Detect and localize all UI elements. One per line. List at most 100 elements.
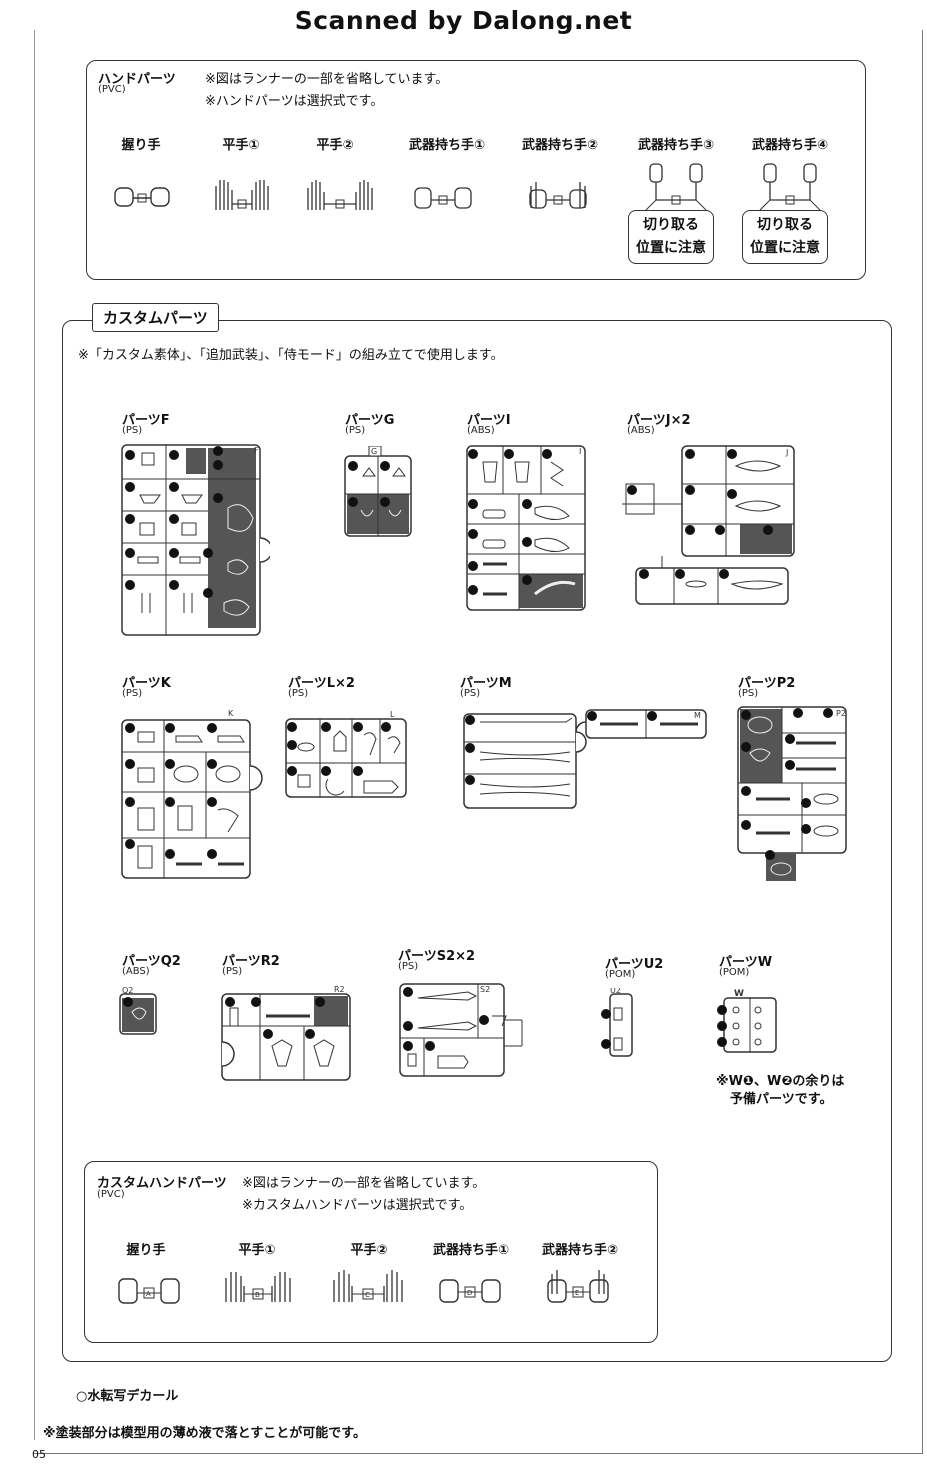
callout-3-line-1: 切り取る: [643, 217, 699, 233]
runner-R2-code: R2: [334, 986, 345, 994]
custom-hand-parts-title: カスタムハンドパーツ: [97, 1176, 227, 1191]
custom-hand-grip-icon: A: [118, 1278, 180, 1304]
runner-R2-label: パーツR2: [222, 954, 280, 969]
runner-Q2-diagram: Q2: [119, 986, 157, 1035]
custom-hand-parts-note-2: ※カスタムハンドパーツは選択式です。: [242, 1198, 473, 1213]
hand-pair-flat-1-icon: [215, 180, 269, 210]
paint-removal-note: ※塗装部分は模型用の薄め液で落とすことが可能です。: [43, 1426, 366, 1441]
runner-U2-code: U2: [610, 988, 621, 995]
runner-M-label: パーツM: [460, 676, 512, 691]
runner-Q2-code: Q2: [122, 986, 133, 995]
custom-hand-label-grip: 握り手: [126, 1243, 166, 1258]
w-spare-note-1: ※W❶、W❷の余りは: [716, 1074, 845, 1089]
runner-I-material: (ABS): [467, 425, 495, 436]
runner-S2-code: S2: [480, 985, 490, 994]
runner-P2-diagram: P2: [737, 706, 847, 881]
runner-W-material: (POM): [719, 967, 750, 978]
custom-hand-label-flat-2: 平手②: [350, 1243, 388, 1258]
custom-hand-label-flat-1: 平手①: [238, 1243, 276, 1258]
hand-pair-weapon-2-icon: [529, 182, 587, 209]
hand-label-weapon-3: 武器持ち手③: [637, 138, 714, 153]
runner-F-code: F: [254, 446, 259, 455]
runner-K-code: K: [228, 709, 234, 718]
runner-P2-code: P2: [836, 709, 846, 718]
w-spare-note-2: 予備パーツです。: [730, 1092, 833, 1107]
hand-parts-section: [86, 60, 866, 280]
runner-Q2-label: パーツQ2: [122, 954, 181, 969]
runner-I-label: パーツI: [467, 413, 511, 428]
custom-hand-code-D: D: [467, 1289, 472, 1297]
hand-pair-flat-2-icon: [307, 180, 373, 210]
runner-R2-material: (PS): [222, 966, 243, 977]
runner-P2-label: パーツP2: [738, 676, 796, 691]
runner-J-label: パーツJ×2: [627, 413, 691, 428]
runner-L-material: (PS): [288, 688, 309, 699]
runner-S2-material: (PS): [398, 961, 419, 972]
runner-J-diagram: J: [622, 445, 795, 605]
runner-G-label: パーツG: [345, 413, 395, 428]
custom-hand-label-weapon-2: 武器持ち手②: [541, 1243, 618, 1258]
hand-parts-note-2: ※ハンドパーツは選択式です。: [205, 94, 384, 109]
page-header: Scanned by Dalong.net: [294, 6, 633, 35]
callout-4-line-1: 切り取る: [757, 217, 813, 233]
callout-4-line-2: 位置に注意: [750, 240, 820, 256]
cut-position-callout-4: 切り取る 位置に注意: [742, 210, 828, 264]
runner-L-diagram: L: [285, 710, 407, 798]
hand-label-grip: 握り手: [121, 138, 161, 153]
custom-hand-label-weapon-1: 武器持ち手①: [432, 1243, 509, 1258]
runner-P2-material: (PS): [738, 688, 759, 699]
custom-hand-parts-section: [84, 1161, 658, 1343]
runner-Q2-material: (ABS): [122, 966, 150, 977]
hand-parts-material: (PVC): [98, 84, 126, 95]
hand-label-weapon-1: 武器持ち手①: [408, 138, 485, 153]
page-number: 05: [32, 1448, 46, 1461]
custom-hand-weapon-2-icon: E: [547, 1270, 609, 1303]
left-rule: [34, 30, 35, 1440]
custom-hand-flat-2-icon: C: [333, 1270, 403, 1302]
runner-G-code: G: [371, 447, 377, 456]
callout-3-line-2: 位置に注意: [636, 240, 706, 256]
runner-F-material: (PS): [122, 425, 143, 436]
runner-F-label: パーツF: [122, 413, 170, 428]
hand-label-flat-2: 平手②: [316, 138, 354, 153]
hand-pair-weapon-4-icon: [759, 163, 821, 210]
runner-K-diagram: K: [121, 709, 263, 879]
runner-F-diagram: F: [121, 444, 270, 636]
runner-G-material: (PS): [345, 425, 366, 436]
hand-pair-weapon-3-icon: [645, 163, 707, 210]
hand-pair-weapon-1-icon: [414, 187, 472, 209]
runner-M-code: M: [694, 711, 701, 720]
custom-hand-parts-note-1: ※図はランナーの一部を省略しています。: [242, 1176, 486, 1191]
runner-W-diagram: W: [717, 989, 777, 1053]
runner-R2-diagram: R2: [221, 986, 351, 1081]
runner-I-diagram: I: [466, 445, 586, 611]
runner-L-label: パーツL×2: [288, 676, 355, 691]
custom-parts-note: ※「カスタム素体」、「追加武装」、「侍モード」の組み立てで使用します。: [78, 348, 504, 363]
runner-K-material: (PS): [122, 688, 143, 699]
hand-parts-title: ハンドパーツ: [98, 72, 176, 87]
hand-label-weapon-4: 武器持ち手④: [751, 138, 828, 153]
runner-M-diagram: M: [463, 709, 707, 809]
runner-K-label: パーツK: [122, 676, 171, 691]
custom-hand-code-A: A: [146, 1290, 151, 1298]
custom-hand-flat-1-icon: B: [225, 1272, 291, 1302]
custom-parts-title: カスタムパーツ: [92, 303, 219, 332]
runner-J-code: J: [785, 448, 788, 457]
runner-U2-diagram: U2: [601, 988, 633, 1057]
runner-S2-label: パーツS2×2: [398, 949, 476, 964]
runner-M-material: (PS): [460, 688, 481, 699]
hand-parts-note-1: ※図はランナーの一部を省略しています。: [205, 72, 449, 87]
hand-label-weapon-2: 武器持ち手②: [521, 138, 598, 153]
cut-position-callout-3: 切り取る 位置に注意: [628, 210, 714, 264]
custom-hand-parts-material: (PVC): [97, 1189, 125, 1200]
hand-label-flat-1: 平手①: [222, 138, 260, 153]
runner-W-code: W: [734, 989, 744, 999]
runner-W-label: パーツW: [719, 955, 773, 970]
hand-pair-grip-icon: [114, 187, 170, 207]
runner-S2-diagram: S2: [399, 983, 523, 1077]
runner-G-diagram: G: [344, 446, 412, 537]
custom-hand-code-B: B: [255, 1291, 260, 1299]
runner-L-code: L: [390, 710, 395, 719]
page-frame: [34, 30, 923, 1454]
runner-J-material: (ABS): [627, 425, 655, 436]
